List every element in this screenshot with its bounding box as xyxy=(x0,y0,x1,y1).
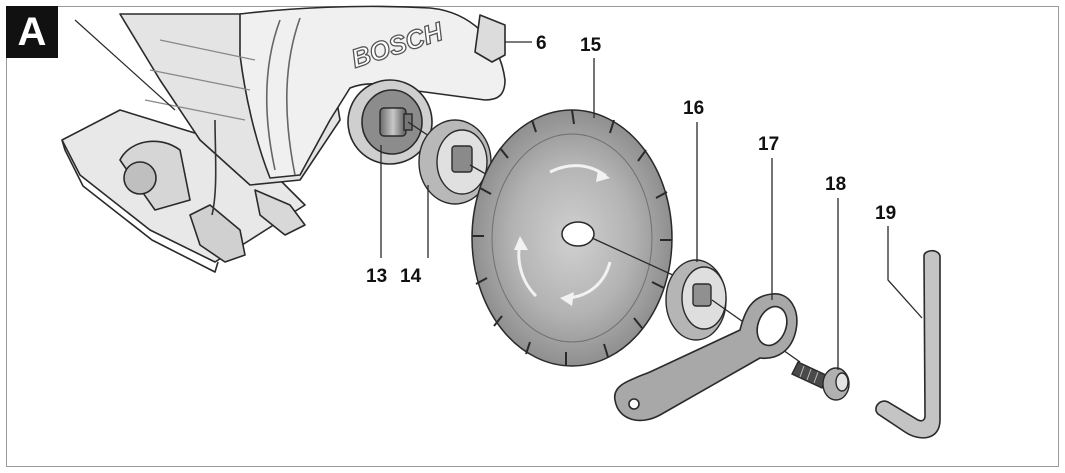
callout-15: 15 xyxy=(580,35,602,56)
callout-18: 18 xyxy=(825,174,846,195)
callout-13: 13 xyxy=(366,266,387,287)
hex-key xyxy=(875,249,941,439)
pin-spanner xyxy=(614,293,798,422)
figure-label: A xyxy=(6,6,58,58)
callout-19: 19 xyxy=(875,203,896,224)
diamond-cutting-blade xyxy=(471,109,673,367)
callout-17: 17 xyxy=(758,134,779,155)
clamping-screw xyxy=(791,361,850,401)
callout-16: 16 xyxy=(683,98,704,119)
leader-lines xyxy=(380,41,923,370)
callout-6: 6 xyxy=(536,33,547,54)
saw-housing xyxy=(61,5,506,273)
callout-14: 14 xyxy=(400,266,422,287)
clamping-flange xyxy=(665,259,727,341)
